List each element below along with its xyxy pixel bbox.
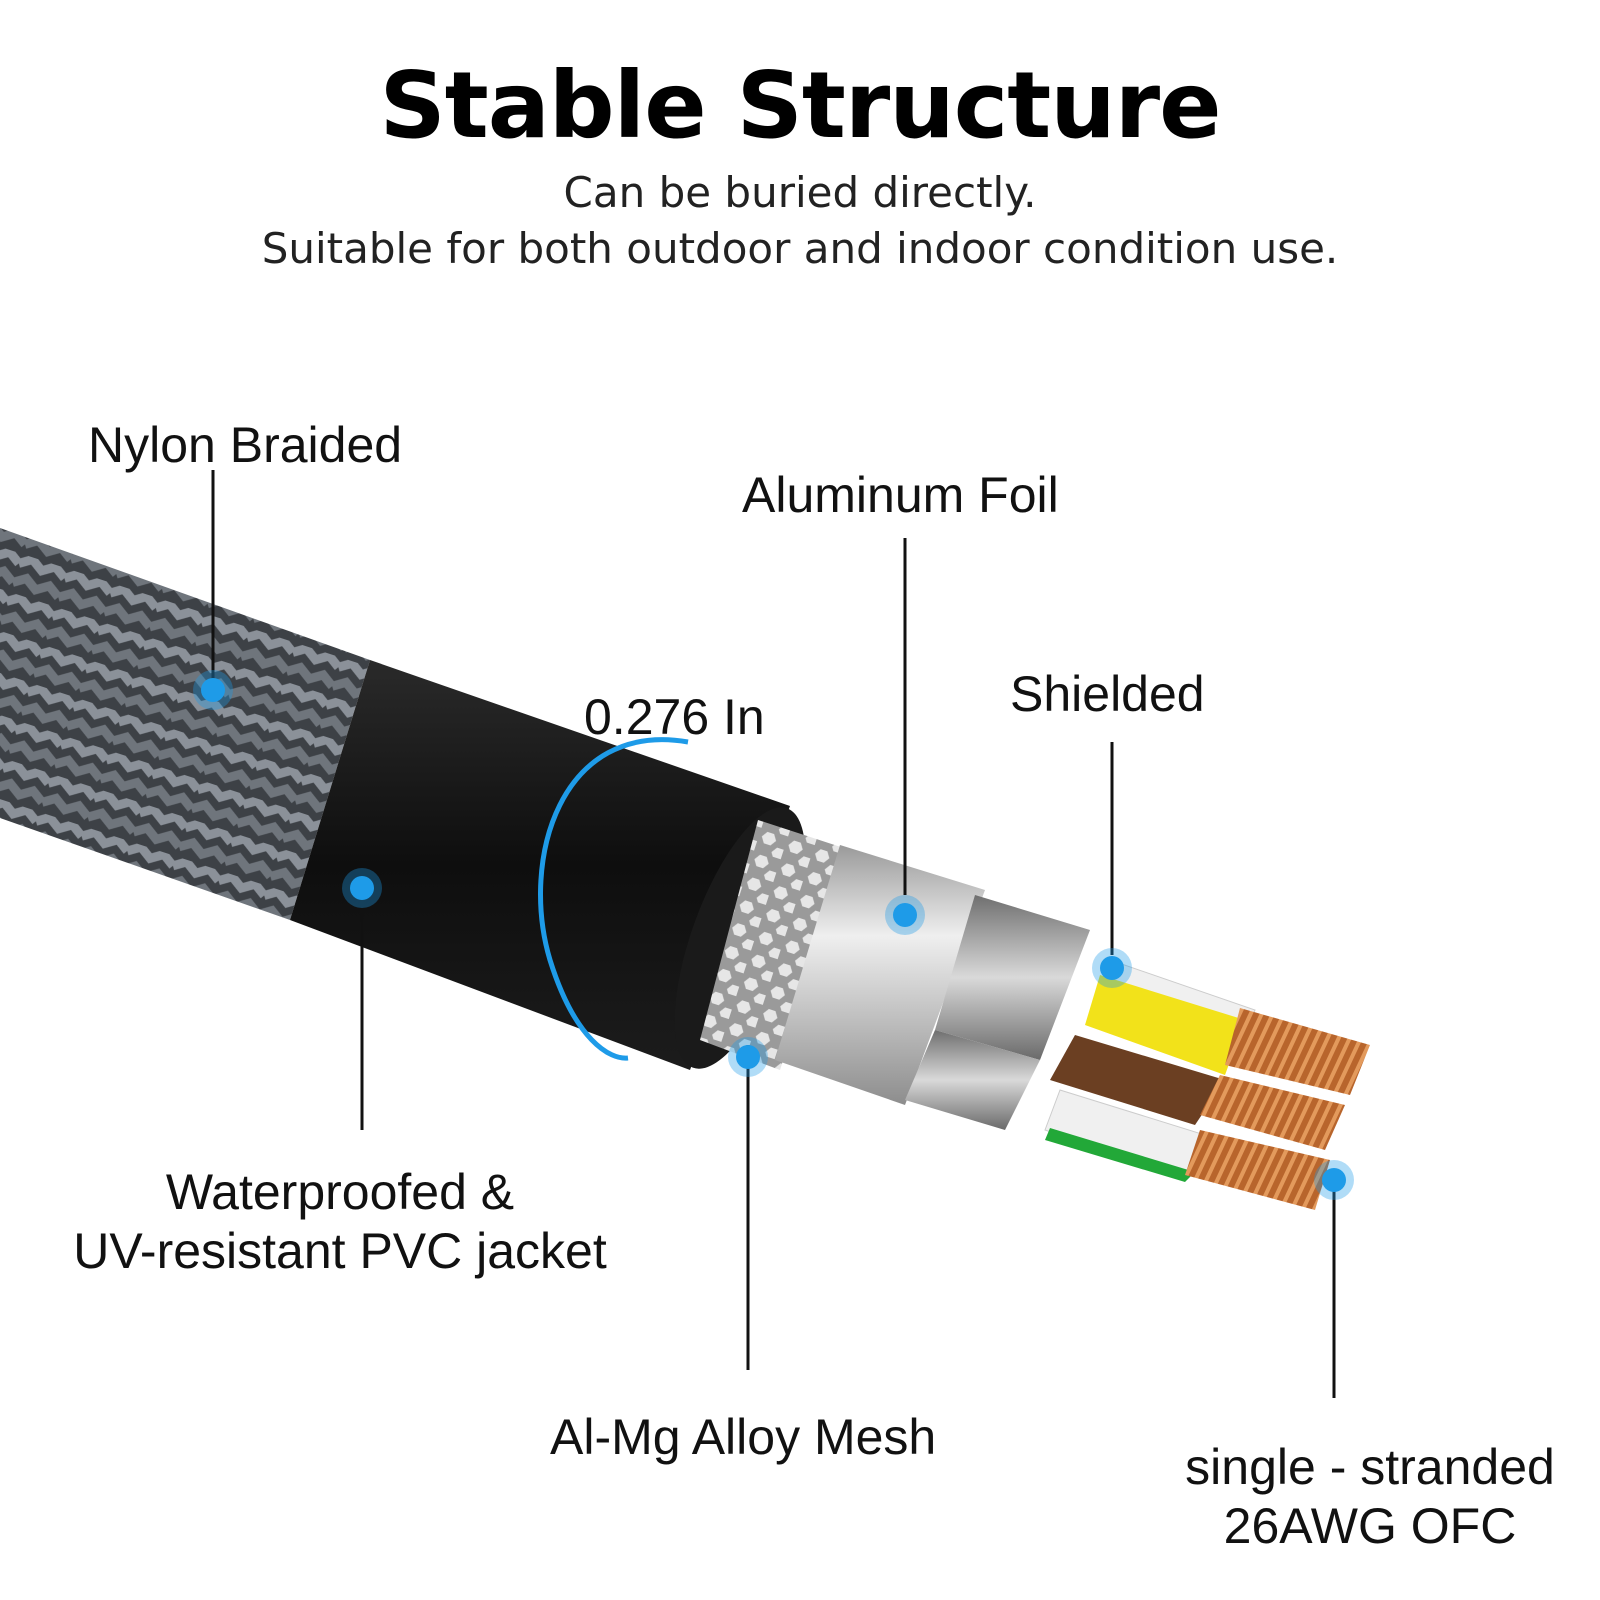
subtitle-line-1: Can be buried directly. <box>563 168 1037 217</box>
label-diameter: 0.276 In <box>584 689 765 745</box>
label-pvc-jacket: Waterproofed & UV-resistant PVC jacket <box>40 1163 640 1281</box>
label-pvc-jacket-line-2: UV-resistant PVC jacket <box>73 1223 607 1279</box>
label-alloy-mesh: Al-Mg Alloy Mesh <box>550 1409 937 1465</box>
diameter-ring <box>538 737 689 1061</box>
label-conductor-line-2: 26AWG OFC <box>1223 1498 1517 1554</box>
copper-conductors <box>1185 1008 1370 1210</box>
shielded-pairs-section <box>905 895 1090 1130</box>
label-nylon-braided: Nylon Braided <box>88 417 403 473</box>
aluminum-foil-section <box>775 845 985 1105</box>
nylon-braid-section <box>0 528 370 920</box>
label-aluminum-foil: Aluminum Foil <box>742 467 1059 523</box>
page-title: Stable Structure <box>379 52 1221 159</box>
label-shielded: Shielded <box>1010 666 1205 722</box>
label-conductor-line-1: single - stranded <box>1185 1439 1555 1495</box>
leader-lines <box>211 470 1336 1398</box>
callout-dots <box>193 670 1354 1200</box>
label-pvc-jacket-line-1: Waterproofed & <box>165 1164 515 1220</box>
label-conductor: single - stranded 26AWG OFC <box>1160 1438 1580 1556</box>
subtitle-line-2: Suitable for both outdoor and indoor con… <box>261 224 1339 273</box>
alloy-mesh-section <box>700 820 850 1070</box>
